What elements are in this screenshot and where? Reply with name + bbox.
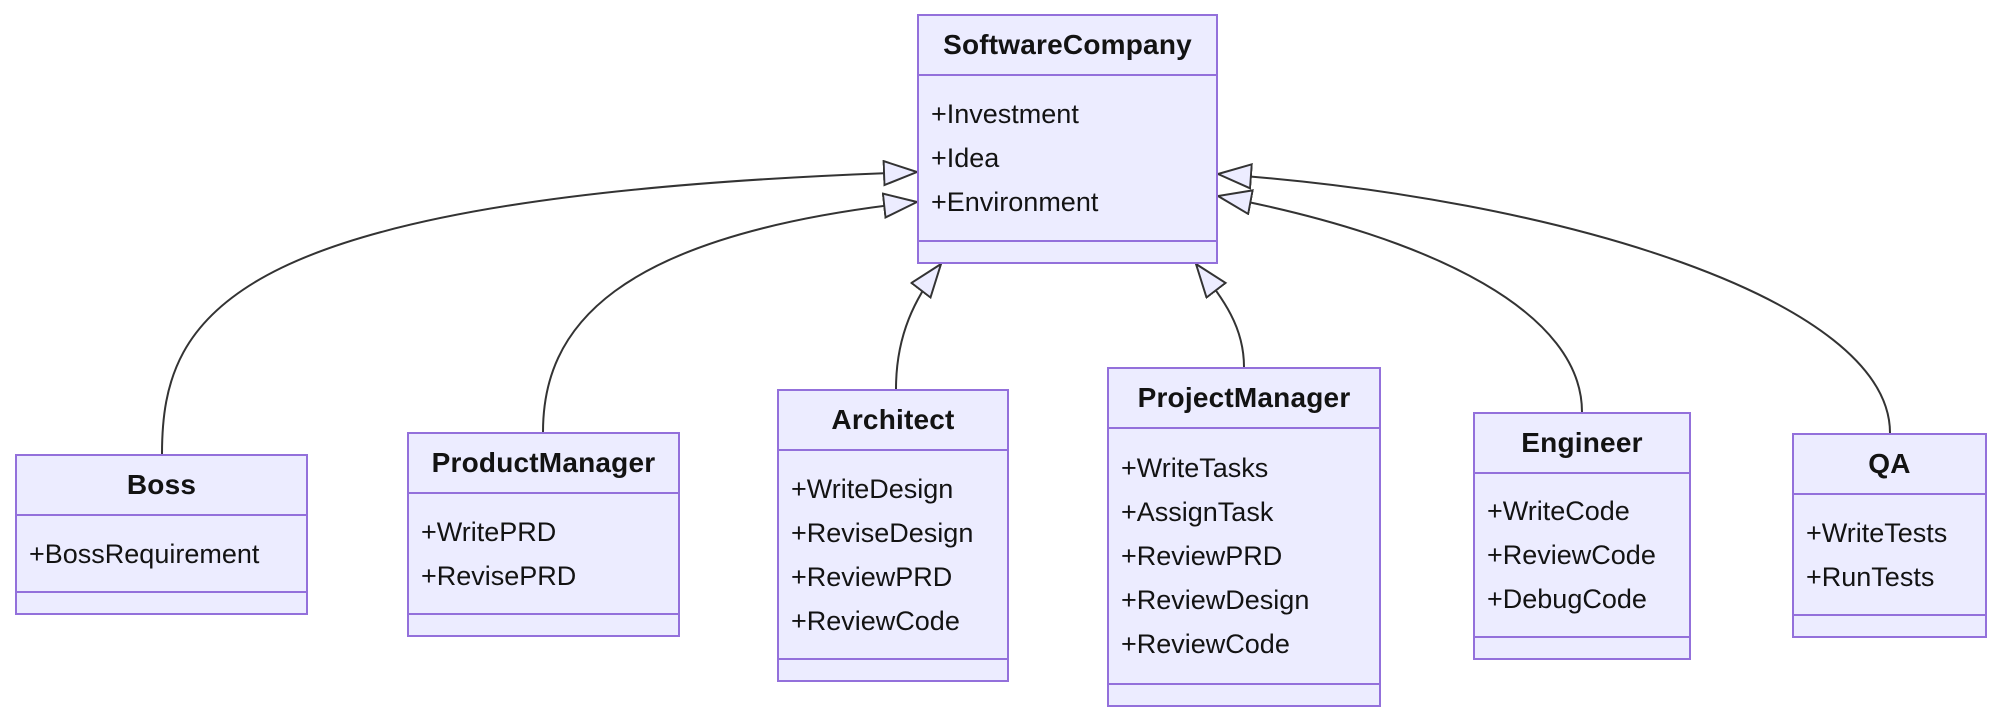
methods-compartment bbox=[409, 613, 678, 635]
methods-compartment bbox=[1475, 636, 1689, 658]
class-box-softwarecompany: SoftwareCompany +Investment +Idea +Environ… bbox=[917, 14, 1218, 264]
attribute-row: +WriteDesign bbox=[791, 473, 954, 504]
methods-compartment bbox=[1794, 614, 1985, 636]
inheritance-edge-architect-to-softwarecompany bbox=[895, 264, 941, 390]
attribute-row: +ReviewCode bbox=[1121, 629, 1290, 659]
attributes-compartment: +WriteTests +RunTests bbox=[1794, 495, 1985, 614]
attribute-row: +ReviewCode bbox=[1487, 540, 1656, 570]
attribute-row: +DebugCode bbox=[1487, 584, 1647, 614]
attribute-row: +WriteTasks bbox=[1121, 453, 1269, 483]
class-box-engineer: Engineer +WriteCode +ReviewCode +DebugCode bbox=[1473, 412, 1691, 660]
attribute-row: +ReviewCode bbox=[791, 605, 960, 636]
class-box-qa: QA +WriteTests +RunTests bbox=[1792, 433, 1987, 638]
attribute-row: +WriteCode bbox=[1487, 496, 1630, 526]
class-name-productmanager: ProductManager bbox=[409, 434, 678, 494]
methods-compartment bbox=[1109, 683, 1379, 705]
methods-compartment bbox=[779, 658, 1007, 680]
class-name-boss: Boss bbox=[17, 456, 306, 516]
attributes-compartment: +WriteDesign +ReviseDesign +ReviewPRD +Revi… bbox=[779, 451, 1007, 658]
attribute-row: +RevisePRD bbox=[421, 560, 577, 591]
inheritance-edge-productmanager-to-softwarecompany bbox=[542, 202, 917, 433]
attribute-row: +Environment bbox=[931, 187, 1099, 217]
class-box-productmanager: ProductManager +WritePRD +RevisePRD bbox=[407, 432, 680, 637]
methods-compartment bbox=[919, 240, 1216, 262]
attribute-row: +BossRequirement bbox=[29, 538, 260, 569]
attribute-row: +WriteTests bbox=[1806, 517, 1948, 548]
class-name-projectmanager: ProjectManager bbox=[1109, 369, 1379, 429]
attribute-row: +Idea bbox=[931, 143, 1000, 173]
class-box-architect: Architect +WriteDesign +ReviseDesign +Revi… bbox=[777, 389, 1009, 682]
inheritance-edge-boss-to-softwarecompany bbox=[161, 172, 917, 455]
class-name-softwarecompany: SoftwareCompany bbox=[919, 16, 1216, 76]
class-name-architect: Architect bbox=[779, 391, 1007, 451]
methods-compartment bbox=[17, 591, 306, 613]
attributes-compartment: +BossRequirement bbox=[17, 516, 306, 591]
inheritance-edge-engineer-to-softwarecompany bbox=[1218, 196, 1583, 413]
inheritance-edge-qa-to-softwarecompany bbox=[1218, 174, 1891, 434]
attribute-row: +RunTests bbox=[1806, 561, 1935, 592]
attributes-compartment: +WriteTasks +AssignTask +ReviewPRD +ReviewD… bbox=[1109, 429, 1379, 683]
attributes-compartment: +WritePRD +RevisePRD bbox=[409, 494, 678, 613]
attribute-row: +AssignTask bbox=[1121, 497, 1274, 527]
attributes-compartment: +WriteCode +ReviewCode +DebugCode bbox=[1475, 474, 1689, 636]
attribute-row: +Investment bbox=[931, 99, 1079, 129]
inheritance-edge-projectmanager-to-softwarecompany bbox=[1196, 264, 1245, 368]
attribute-row: +WritePRD bbox=[421, 516, 557, 547]
class-box-boss: Boss +BossRequirement bbox=[15, 454, 308, 615]
class-name-engineer: Engineer bbox=[1475, 414, 1689, 474]
attribute-row: +ReviseDesign bbox=[791, 517, 974, 548]
attribute-row: +ReviewDesign bbox=[1121, 585, 1310, 615]
class-box-projectmanager: ProjectManager +WriteTasks +AssignTask +Re… bbox=[1107, 367, 1381, 707]
attribute-row: +ReviewPRD bbox=[1121, 541, 1283, 571]
attribute-row: +ReviewPRD bbox=[791, 561, 953, 592]
class-name-qa: QA bbox=[1794, 435, 1985, 495]
attributes-compartment: +Investment +Idea +Environment bbox=[919, 76, 1216, 240]
